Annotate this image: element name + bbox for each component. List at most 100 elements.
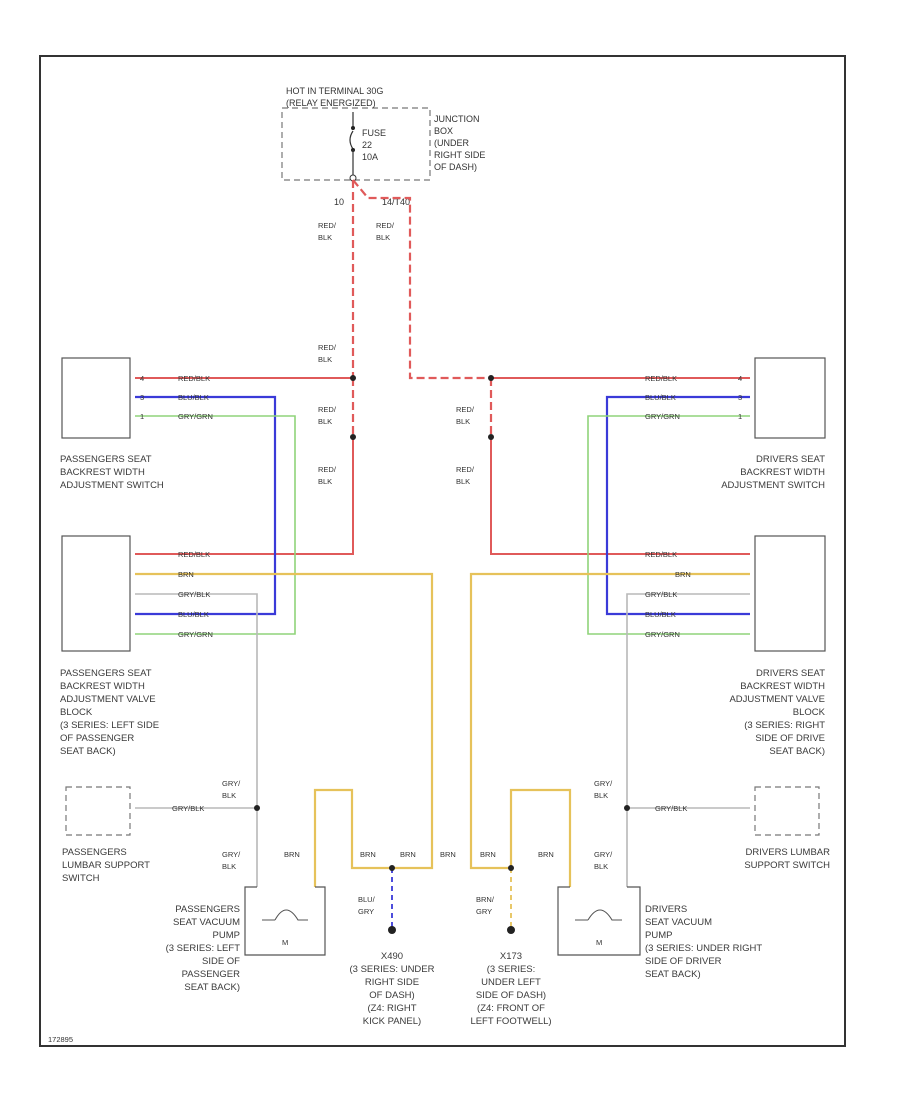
caption-pass-valve-2: BACKREST WIDTH <box>60 681 145 692</box>
blue-green-wires <box>135 395 750 635</box>
pin-ds-3: 1 <box>738 412 742 421</box>
caption-drv-valve-1: DRIVERS SEAT <box>756 668 825 679</box>
caption-pass-valve-3: ADJUSTMENT VALVE <box>60 694 156 705</box>
driver-pump-outline <box>557 886 641 956</box>
wire-label-rb-l1-1: RED/ <box>318 343 337 352</box>
pin-ds-2: 3 <box>738 393 742 402</box>
caption-drv-valve-3: ADJUSTMENT VALVE <box>729 694 825 705</box>
caption-ground-1-3: RIGHT SIDE <box>365 977 419 988</box>
caption-drv-valve-7: SEAT BACK) <box>769 746 825 757</box>
caption-drv-switch-1: DRIVERS SEAT <box>756 454 825 465</box>
label-drv-valve-red: RED/BLK <box>645 550 677 559</box>
caption-pass-switch: PASSENGERS SEAT BACKREST WIDTH ADJUSTMEN… <box>60 454 164 491</box>
caption-pass-pump-4: (3 SERIES: LEFT <box>166 943 241 954</box>
label-brn-3: BRN <box>400 850 416 859</box>
caption-drv-lumbar-2: SUPPORT SWITCH <box>744 860 830 871</box>
label-pass-valve-red: RED/BLK <box>178 550 210 559</box>
caption-pass-valve-7: SEAT BACK) <box>60 746 116 757</box>
passenger-vacuum-pump: M <box>244 886 326 956</box>
caption-ground-2-3: UNDER LEFT <box>481 977 541 988</box>
wire-label-rb-l2-2: BLK <box>318 417 332 426</box>
caption-pass-valve-6: OF PASSENGER <box>60 733 134 744</box>
label-pass-valve-gray: GRY/BLK <box>178 590 210 599</box>
junction-box-label-line-1: JUNCTION <box>434 114 480 124</box>
label-drv-valve-green: GRY/GRN <box>645 630 680 639</box>
wire-gray-pass-valve <box>135 593 258 808</box>
caption-drv-valve-6: SIDE OF DRIVE <box>755 733 825 744</box>
caption-ground-1-5: (Z4: RIGHT <box>367 1003 416 1014</box>
caption-drv-pump-3: PUMP <box>645 930 672 941</box>
caption-pass-valve-1: PASSENGERS SEAT <box>60 668 152 679</box>
ground-x173 <box>507 926 515 934</box>
caption-pass-lumbar-3: SWITCH <box>62 873 100 884</box>
caption-drv-pump-6: SEAT BACK) <box>645 969 701 980</box>
label-gray-v-l2-1: GRY/ <box>222 850 241 859</box>
label-brn-5: BRN <box>480 850 496 859</box>
wire-red-feed-right <box>352 179 491 380</box>
label-pass-valve-brn: BRN <box>178 570 194 579</box>
junction-box-label-line-2: BOX <box>434 126 453 136</box>
splice-red-right-2 <box>488 434 494 440</box>
caption-pass-pump-7: SEAT BACK) <box>184 982 240 993</box>
label-drv-valve-gray: GRY/BLK <box>645 590 677 599</box>
wire-label-power-right-1: RED/ <box>376 221 395 230</box>
label-pass-sw-green: GRY/GRN <box>178 412 213 421</box>
junction-box: HOT IN TERMINAL 30G (RELAY ENERGIZED) FU… <box>281 86 485 181</box>
caption-pass-switch-2: BACKREST WIDTH <box>60 467 145 478</box>
splice-gray-left <box>254 805 260 811</box>
power-header-line-2: (RELAY ENERGIZED) <box>286 98 376 108</box>
fuse-label-line-3: 10A <box>362 152 378 162</box>
passenger-pump-outline <box>244 886 326 956</box>
driver-backrest-switch: 4 3 1 <box>738 357 826 439</box>
label-pass-valve-green: GRY/GRN <box>178 630 213 639</box>
wire-red-to-drv-valve <box>490 437 750 555</box>
fuse-22 <box>349 112 357 182</box>
caption-pass-pump-5: SIDE OF <box>202 956 240 967</box>
wire-brn-drv-valve <box>469 572 750 870</box>
driver-vacuum-pump: M <box>557 886 641 956</box>
caption-ground-1-4: OF DASH) <box>369 990 414 1001</box>
passenger-backrest-switch: 4 3 1 <box>61 357 144 439</box>
driver-valve-block-body <box>754 535 826 652</box>
caption-pass-pump-6: PASSENGER <box>182 969 241 980</box>
caption-pass-switch-1: PASSENGERS SEAT <box>60 454 152 465</box>
label-gray-v-r2-1: GRY/ <box>594 850 613 859</box>
wire-label-rb-r3-1: RED/ <box>456 465 475 474</box>
caption-drv-pump-4: (3 SERIES: UNDER RIGHT <box>645 943 762 954</box>
caption-pass-pump-3: PUMP <box>213 930 240 941</box>
wire-brn-pass-pump <box>313 788 392 887</box>
wire-red-to-pass-valve <box>135 437 354 555</box>
gray-wires <box>135 593 750 887</box>
junction-box-outline <box>281 107 431 181</box>
caption-ground-1: X490 (3 SERIES: UNDER RIGHT SIDE OF DASH… <box>350 951 435 1027</box>
label-pass-sw-red: RED/BLK <box>178 374 210 383</box>
label-brn-gry-2: GRY <box>476 907 492 916</box>
wire-label-power-left-1: RED/ <box>318 221 337 230</box>
driver-backrest-switch-body <box>754 357 826 439</box>
caption-pass-valve-4: BLOCK <box>60 707 93 718</box>
driver-valve-block <box>754 535 826 652</box>
caption-drv-valve: DRIVERS SEAT BACKREST WIDTH ADJUSTMENT V… <box>729 668 825 757</box>
label-drv-lumbar-gray: GRY/BLK <box>655 804 687 813</box>
label-gray-v-r2-2: BLK <box>594 862 608 871</box>
caption-drv-switch-3: ADJUSTMENT SWITCH <box>721 480 825 491</box>
red-power-wires <box>135 179 750 555</box>
fuse-terminal-top <box>351 126 355 130</box>
caption-drv-switch: DRIVERS SEAT BACKREST WIDTH ADJUSTMENT S… <box>721 454 825 491</box>
caption-drv-switch-2: BACKREST WIDTH <box>740 467 825 478</box>
label-gray-v-l1-2: BLK <box>222 791 236 800</box>
caption-drv-pump-2: SEAT VACUUM <box>645 917 712 928</box>
splice-red-left-1 <box>350 375 356 381</box>
label-blu-gry-2: GRY <box>358 907 374 916</box>
caption-drv-lumbar-1: DRIVERS LUMBAR <box>746 847 831 858</box>
caption-ground-2-6: LEFT FOOTWELL) <box>470 1016 551 1027</box>
wire-label-rb-l2-1: RED/ <box>318 405 337 414</box>
caption-ground-2-4: SIDE OF DASH) <box>476 990 546 1001</box>
wire-label-power-right-2: BLK <box>376 233 390 242</box>
caption-ground-1-1: X490 <box>381 951 403 962</box>
pin-10-label: 10 <box>334 197 344 207</box>
wire-green-left <box>135 415 296 635</box>
caption-drv-valve-5: (3 SERIES: RIGHT <box>744 720 825 731</box>
passenger-backrest-switch-body <box>61 357 131 439</box>
